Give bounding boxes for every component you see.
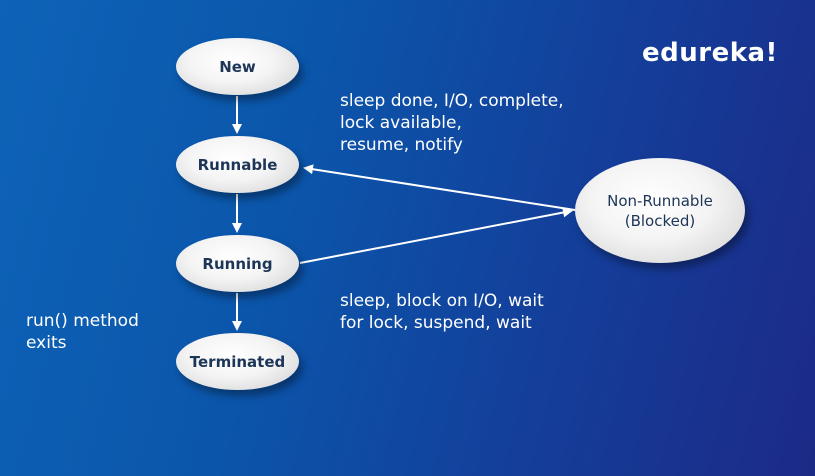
- state-terminated-node: Terminated: [176, 333, 299, 390]
- edureka-logo: edureka!: [642, 38, 778, 68]
- state-new-node: New: [176, 38, 299, 95]
- exit-transition-caption: run() method exits: [26, 311, 139, 353]
- wake-transition-caption: sleep done, I/O, complete, lock availabl…: [340, 91, 564, 155]
- state-running-node: Running: [176, 235, 299, 292]
- block-transition-caption: sleep, block on I/O, wait for lock, susp…: [340, 291, 544, 333]
- state-runnable-node: Runnable: [176, 136, 299, 193]
- state-terminated-label: Terminated: [189, 352, 286, 371]
- state-running-label: Running: [202, 254, 273, 273]
- state-blocked-node: Non-Runnable (Blocked): [575, 158, 745, 263]
- state-runnable-label: Runnable: [197, 155, 278, 174]
- arrow-blocked-to-runnable: [303, 164, 576, 211]
- state-new-label: New: [219, 57, 256, 76]
- state-blocked-label: Non-Runnable (Blocked): [607, 191, 713, 230]
- arrow-running-to-blocked: [299, 207, 573, 264]
